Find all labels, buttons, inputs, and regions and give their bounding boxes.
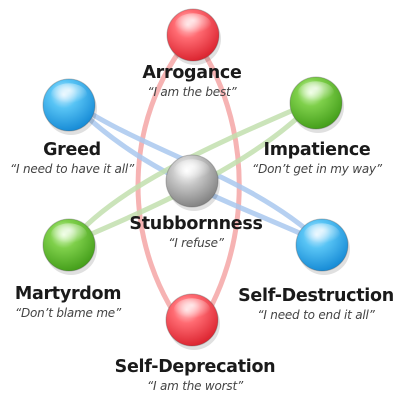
label-impatience: Impatience “Don’t get in my way” [252, 140, 382, 177]
node-quote: “I am the worst” [146, 379, 243, 393]
sphere-highlight [174, 13, 212, 37]
node-name: Self-Destruction [238, 286, 394, 306]
node-quote: “Don’t get in my way” [252, 162, 382, 176]
node-quote: “I need to have it all” [10, 162, 134, 176]
sphere-highlight [173, 298, 211, 322]
label-self-deprecation: Self-Deprecation “I am the worst” [115, 357, 276, 394]
sphere-highlight [303, 223, 341, 247]
sphere-arrogance [166, 8, 221, 65]
node-name: Martyrdom [14, 284, 122, 304]
sphere-martyrdom [42, 218, 97, 275]
node-quote: “I refuse” [168, 236, 224, 250]
sphere-impatience [289, 76, 344, 133]
node-quote: “I need to end it all” [257, 308, 375, 322]
label-greed: Greed “I need to have it all” [10, 140, 134, 177]
sphere-self-deprecation [165, 293, 220, 350]
node-quote: “Don’t blame me” [14, 306, 122, 320]
label-arrogance: Arrogance “I am the best” [142, 63, 241, 100]
sphere-highlight [50, 223, 88, 247]
node-name: Impatience [263, 140, 371, 160]
node-name: Self-Deprecation [114, 357, 276, 377]
node-name: Arrogance [142, 63, 242, 83]
sphere-stubbornness [165, 154, 220, 211]
node-name: Stubbornness [129, 214, 263, 234]
trait-spheres [42, 8, 350, 350]
label-stubbornness: Stubbornness “I refuse” [129, 214, 262, 251]
label-self-destruction: Self-Destruction “I need to end it all” [238, 286, 394, 323]
label-martyrdom: Martyrdom “Don’t blame me” [14, 284, 122, 321]
node-quote: “I am the best” [147, 85, 237, 99]
sphere-highlight [297, 81, 335, 105]
sphere-highlight [50, 83, 88, 107]
sphere-highlight [173, 159, 211, 183]
sphere-greed [42, 78, 97, 135]
sphere-self-destruction [295, 218, 350, 275]
node-name: Greed [43, 140, 101, 160]
